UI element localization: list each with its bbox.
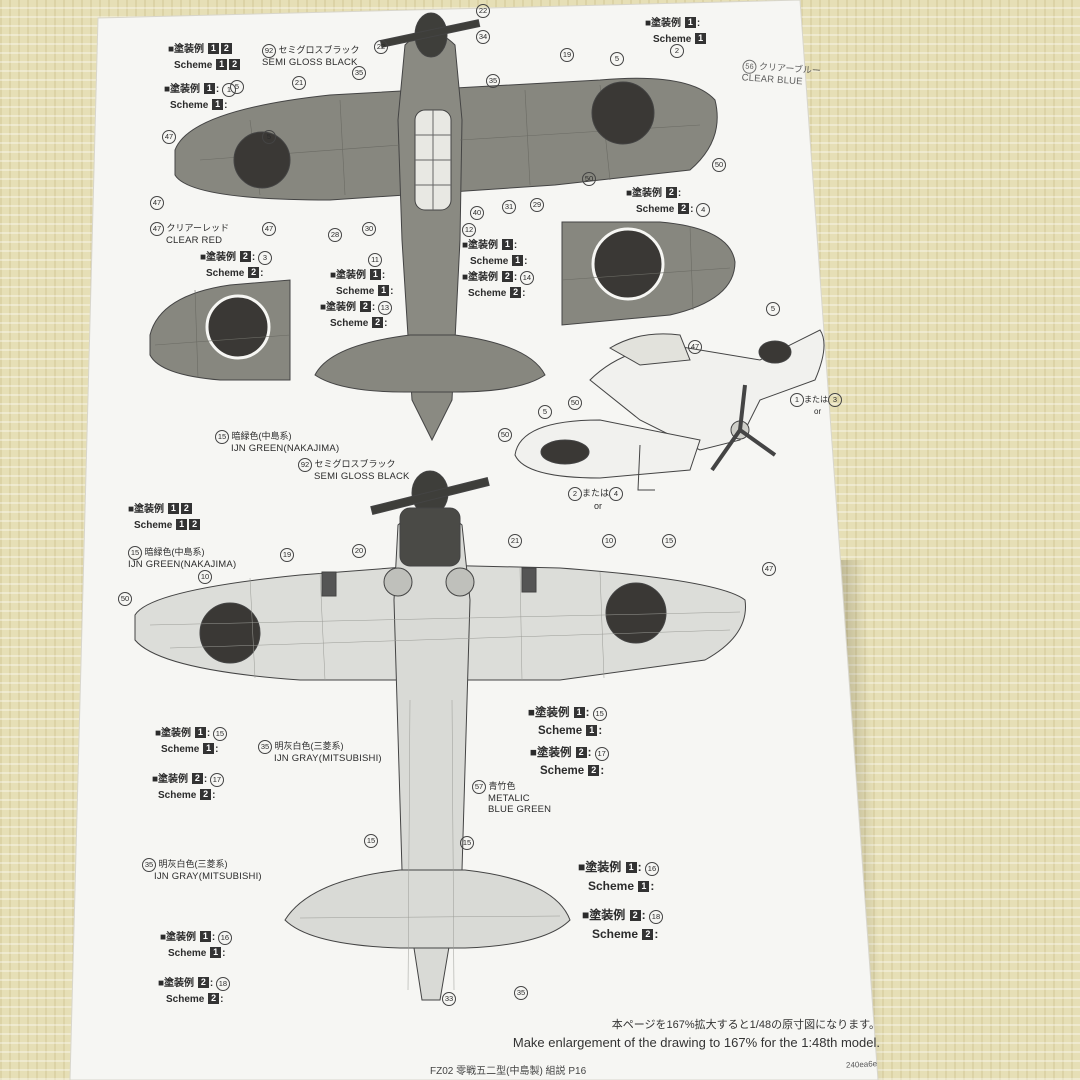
decal-ref-19-bottom: 19 xyxy=(280,548,294,562)
enlargement-note-en: Make enlargement of the drawing to 167% … xyxy=(512,1035,880,1050)
perspective-view-aircraft xyxy=(514,329,825,491)
decal-ref-21: 21 xyxy=(292,76,306,90)
label-paint-57: 57 青竹色 METALIC BLUE GREEN xyxy=(472,780,551,816)
bottom-view-aircraft xyxy=(134,470,746,1001)
bottom-left-hinomaru xyxy=(199,602,261,664)
decal-ref-47-lower-left: 47 xyxy=(150,196,164,210)
decal-ref-5-top-left: 5 xyxy=(230,80,244,94)
callout-scheme2-decal3: ■塗装例 2: 3 Scheme 2: xyxy=(200,250,272,282)
print-code: 240ea6e xyxy=(845,1059,878,1070)
callout-top-left-scheme1-decal1: ■塗装例 1: 1 Scheme 1: xyxy=(164,82,236,114)
decal-ref-22b: 22 xyxy=(374,40,388,54)
decal-ref-2: 2 xyxy=(670,44,684,58)
label-paint-47-clear-red: 47 クリアーレッド CLEAR RED xyxy=(150,222,229,247)
label-paint-15-bottom: 15 暗緑色(中島系) IJN GREEN(NAKAJIMA) xyxy=(128,546,237,570)
enlargement-note-jp: 本ページを167%拡大すると1/48の原寸図になります。 xyxy=(611,1019,880,1031)
decal-ref-35-tail: 35 xyxy=(514,986,528,1000)
label-paint-92-bottom: 92 セミグロスブラック SEMI GLOSS BLACK xyxy=(298,458,410,483)
decal-ref-10-left: 10 xyxy=(198,570,212,584)
decal-ref-15-fuselage-right: 15 xyxy=(460,836,474,850)
top-view-aircraft xyxy=(174,12,718,442)
decal-ref-29: 29 xyxy=(530,198,544,212)
callout-scheme1-decal11-scheme2-decal13: 11 ■塗装例 1: Scheme 1: ■塗装例 2: 13 Scheme 2… xyxy=(320,253,394,329)
callout-top-right-scheme1: ■塗装例 1: Scheme 1 xyxy=(645,16,707,48)
left-wing-detail-scheme2 xyxy=(149,279,291,381)
label-paint-15-upper: 15 暗緑色(中島系) IJN GREEN(NAKAJIMA) xyxy=(215,430,339,455)
decal-ref-22a: 22 xyxy=(476,4,490,18)
decal-ref-47-center: 47 xyxy=(262,222,276,236)
label-paint-35-lower: 35 明灰白色(三菱系) IJN GRAY(MITSUBISHI) xyxy=(142,858,262,883)
decal-ref-5-perspective: 5 xyxy=(538,405,552,419)
top-right-hinomaru xyxy=(591,81,655,145)
decal-ref-40: 40 xyxy=(470,206,484,220)
page-footer: FZ02 零戦五二型(中島製) 組説 P16 xyxy=(430,1066,587,1077)
callout-scheme2-decal4: ■塗装例 2: Scheme 2: 4 xyxy=(626,186,711,218)
decal-ref-15-fuselage-left: 15 xyxy=(364,834,378,848)
callout-bottom-left-scheme1-decal16: ■塗装例 1: 16 Scheme 1: xyxy=(160,930,232,962)
right-wing-detail-scheme2 xyxy=(561,221,736,326)
decal-ref-20-bottom: 20 xyxy=(352,544,366,558)
decal-ref-47-left: 47 xyxy=(162,130,176,144)
label-paint-56-clear-blue: 56 クリアーブルー CLEAR BLUE xyxy=(741,59,821,89)
decal-ref-47-perspective: 47 xyxy=(688,340,702,354)
decal-ref-50-bottom: 50 xyxy=(118,592,132,606)
callout-scheme1-decal12-scheme2-decal14: 12 ■塗装例 1: Scheme 1: ■塗装例 2: 14 Scheme 2… xyxy=(462,222,534,302)
decal-ref-31: 31 xyxy=(502,200,516,214)
decal-ref-33: 33 xyxy=(442,992,456,1006)
top-left-hinomaru xyxy=(233,131,291,189)
bottom-cowl xyxy=(399,507,461,567)
decal-ref-50a: 50 xyxy=(582,172,596,186)
callout-left-scheme1-decal15: ■塗装例 1: 15 Scheme 1: xyxy=(155,726,227,758)
decal-ref-5-top-right: 5 xyxy=(610,52,624,66)
decal-ref-30: 30 xyxy=(362,222,376,236)
decal-ref-34: 34 xyxy=(476,30,490,44)
decal-ref-47-bottom: 47 xyxy=(762,562,776,576)
decal-ref-35a: 35 xyxy=(352,66,366,80)
decal-ref-5-left-wing: 5 xyxy=(262,130,276,144)
bottom-right-hinomaru xyxy=(605,582,667,644)
label-paint-35-mid: 35 明灰白色(三菱系) IJN GRAY(MITSUBISHI) xyxy=(258,740,382,765)
decal-ref-5b-perspective: 5 xyxy=(766,302,780,316)
callout-bottom-right-scheme1-decal16: ■塗装例 1: 16 Scheme 1: xyxy=(578,858,659,896)
decal-ref-21-bottom: 21 xyxy=(508,534,522,548)
callout-right-scheme2-decal17: ■塗装例 2: 17 Scheme 2: xyxy=(530,744,609,781)
bottom-tailplane xyxy=(284,869,571,949)
enlargement-note: 本ページを167%拡大すると1/48の原寸図になります。 Make enlarg… xyxy=(513,1016,880,1050)
decal-ref-19: 19 xyxy=(560,48,574,62)
decal-ref-15-right: 15 xyxy=(662,534,676,548)
decal-ref-35b: 35 xyxy=(486,74,500,88)
top-tailplane xyxy=(314,334,546,393)
callout-right-scheme1-decal15: ■塗装例 1: 15 Scheme 1: xyxy=(528,704,607,741)
callout-bottom-left-scheme2-decal18: ■塗装例 2: 18 Scheme 2: xyxy=(158,976,230,1008)
decal-ref-28: 28 xyxy=(328,228,342,242)
decal-ref-50b-perspective: 50 xyxy=(498,428,512,442)
decal-ref-10-right: 10 xyxy=(602,534,616,548)
decal-ref-50-perspective: 50 xyxy=(568,396,582,410)
callout-left-scheme2-decal17: ■塗装例 2: 17 Scheme 2: xyxy=(152,772,224,804)
decal-ref-50b: 50 xyxy=(712,158,726,172)
label-paint-92-top: 92 セミグロスブラック SEMI GLOSS BLACK xyxy=(262,44,360,68)
callout-bottom-right-scheme2-decal18: ■塗装例 2: 18 Scheme 2: xyxy=(582,906,663,944)
